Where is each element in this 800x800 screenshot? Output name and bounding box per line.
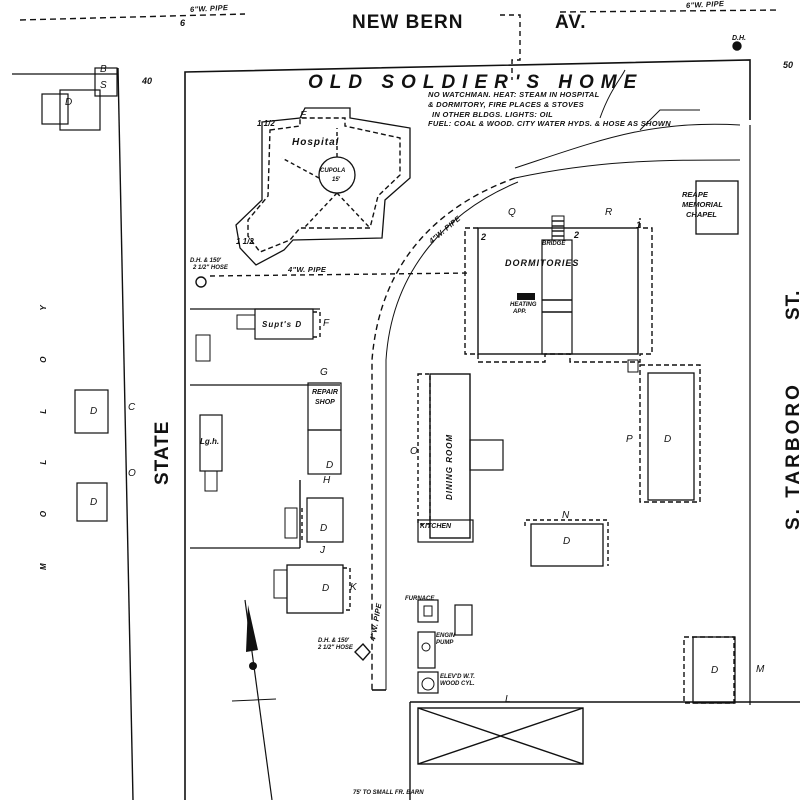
- street-edge: [117, 67, 134, 800]
- water-tank: [417, 671, 439, 694]
- hydrant-label: D.H.: [732, 35, 746, 42]
- hydrant: [354, 642, 371, 662]
- north-arrow-head: [246, 605, 258, 652]
- kitchen: [417, 519, 474, 543]
- story-count: 2: [574, 230, 580, 240]
- hydrant: [732, 41, 742, 51]
- story-count: 1 1/2: [257, 119, 275, 128]
- tank-label: ELEV'D W.T.: [440, 674, 475, 680]
- section-letter: F: [323, 318, 330, 329]
- street-tarboro-suffix: ST.: [783, 289, 800, 320]
- section-letter: K: [350, 582, 357, 593]
- street-new-bern: NEW BERN: [352, 12, 464, 33]
- shed: [417, 707, 584, 765]
- hydrant-label: D.H. & 150': [190, 258, 222, 264]
- section-letter: B: [100, 64, 107, 75]
- dwelling-letter: D: [711, 665, 719, 676]
- dining-room-label: DINING ROOM: [445, 433, 454, 500]
- west-column-text: M O L L O Y: [39, 283, 48, 570]
- section-letter: Q: [508, 207, 516, 218]
- dwelling-letter: D: [65, 97, 73, 108]
- hydrant-label: D.H. & 150': [318, 638, 350, 644]
- pipe-number: 6: [180, 18, 186, 28]
- dwelling-letter: D: [664, 434, 672, 445]
- section-letter: R: [605, 207, 613, 218]
- water-pipe-line: [559, 9, 781, 13]
- lot-number: 40: [142, 76, 153, 86]
- section-letter: N: [562, 510, 570, 521]
- kitchen-label: KITCHEN: [420, 523, 452, 530]
- hydrant-label: 2 1/2" HOSE: [318, 645, 353, 651]
- section-letter: O: [410, 446, 418, 457]
- chapel-label: MEMORIAL: [682, 200, 723, 209]
- story-count: 1 1/2: [236, 237, 254, 246]
- lot-number: 50: [783, 60, 794, 70]
- note-line: NO WATCHMAN. HEAT: STEAM IN HOSPITAL: [428, 90, 600, 99]
- engine-pump: [417, 631, 436, 669]
- section-letter: P: [626, 434, 633, 445]
- street-tarboro: S. TARBORO: [783, 382, 800, 530]
- hydrant: [195, 276, 207, 288]
- furnace-label: FURNACE: [405, 596, 435, 602]
- water-pipe-line: [209, 272, 471, 277]
- section-letter: O: [128, 468, 136, 479]
- section-letter: C: [128, 402, 136, 413]
- map-title: OLD SOLDIER'S HOME: [308, 72, 644, 93]
- hospital-building: [235, 107, 411, 266]
- dwelling-letter: D: [326, 460, 334, 471]
- supts-label: Supt's D: [262, 320, 303, 329]
- dwelling: [286, 564, 344, 614]
- section-letter: E: [300, 110, 307, 121]
- water-pipe-line: [371, 177, 516, 690]
- dwelling-label: Lg.h.: [200, 437, 220, 446]
- story-count: 2: [481, 232, 487, 242]
- note-line: IN OTHER BLDGS. LIGHTS: OIL: [432, 110, 554, 119]
- hospital-wall-dashed: [247, 117, 401, 253]
- street-avenue-suffix: AV.: [555, 12, 587, 33]
- engine-pump-label: PUMP: [436, 640, 454, 646]
- note-line: & DORMITORY, FIRE PLACES & STOVES: [428, 100, 584, 109]
- water-pipe-line: [500, 14, 521, 80]
- chapel-building: [695, 180, 739, 235]
- section-letter: L: [505, 694, 511, 705]
- water-pipe-line: [19, 13, 246, 21]
- street-state: STATE: [152, 420, 173, 485]
- repair-shop-label: SHOP: [315, 399, 335, 406]
- dwelling-letter: D: [320, 523, 328, 534]
- dormitories-label: DORMITORIES: [505, 258, 580, 268]
- section-letter: H: [323, 475, 331, 486]
- chapel-label: CHAPEL: [686, 210, 717, 219]
- footer-note: 75' TO SMALL FR. BARN: [353, 790, 424, 796]
- repair-shop-label: REPAIR: [312, 389, 338, 396]
- dwelling: [530, 523, 604, 567]
- cupola-height: 15': [332, 177, 341, 183]
- heating-label: HEATING: [510, 302, 537, 308]
- block-outline: [184, 59, 751, 800]
- hospital-label: Hospital: [292, 137, 340, 148]
- cupola-label: CUPOLA: [320, 168, 346, 174]
- hydrant-label: 2 1/2" HOSE: [193, 265, 228, 271]
- bridge-label: BRIDGE: [542, 241, 566, 247]
- dwelling-letter: D: [563, 536, 571, 547]
- section-letter: M: [756, 664, 765, 675]
- story-count: 1: [636, 220, 642, 230]
- heating-label: APP.: [513, 309, 527, 315]
- section-letter: S: [100, 80, 107, 91]
- section-letter: J: [320, 545, 325, 556]
- pipe-label: 4"W. PIPE: [288, 265, 327, 274]
- section-letter: G: [320, 367, 328, 378]
- dwelling-letter: D: [90, 497, 98, 508]
- chapel-label: REAPE: [682, 190, 708, 199]
- engine-pump-label: ENGIN: [436, 633, 456, 639]
- dwelling: [647, 372, 695, 501]
- cupola: [318, 156, 356, 194]
- dwelling-letter: D: [322, 583, 330, 594]
- dwelling-letter: D: [90, 406, 98, 417]
- note-line: FUEL: COAL & WOOD. CITY WATER HYDS. & HO…: [428, 119, 671, 128]
- pipe-label: 6"W. PIPE: [189, 3, 229, 14]
- tank-label: WOOD CYL.: [440, 681, 475, 687]
- furnace: [417, 599, 439, 623]
